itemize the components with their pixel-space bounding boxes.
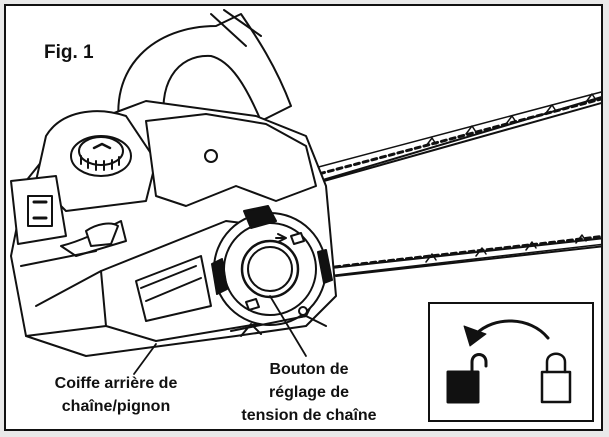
callout-line: tension de chaîne (241, 407, 377, 424)
figure-frame: Fig. 1 Coiffe arrière de chaîne/pignon B… (4, 4, 603, 431)
leader-cover (133, 343, 157, 375)
arrow-head (463, 325, 487, 347)
callout-line: Bouton de (269, 361, 349, 378)
oil-cap (70, 135, 132, 177)
callout-tension-knob: Bouton de réglage de tension de chaîne (204, 358, 414, 427)
callout-line: chaîne/pignon (61, 398, 171, 415)
padlock-open-icon (446, 353, 488, 404)
leader-knob (269, 295, 307, 357)
callout-line: réglage de (268, 384, 350, 401)
lock-legend-box (428, 302, 594, 422)
figure-label: Fig. 1 (44, 42, 94, 63)
chain-top (309, 97, 601, 178)
rotate-counterclockwise-arrow-icon (474, 319, 550, 340)
chainsaw-illustration (10, 9, 601, 375)
padlock-closed-icon (540, 352, 572, 404)
callout-sprocket-cover: Coiffe arrière de chaîne/pignon (16, 372, 216, 418)
guide-bar (305, 102, 601, 269)
tension-knob-art (211, 205, 333, 326)
callout-line: Coiffe arrière de (54, 375, 178, 392)
chain-bottom (324, 234, 601, 270)
